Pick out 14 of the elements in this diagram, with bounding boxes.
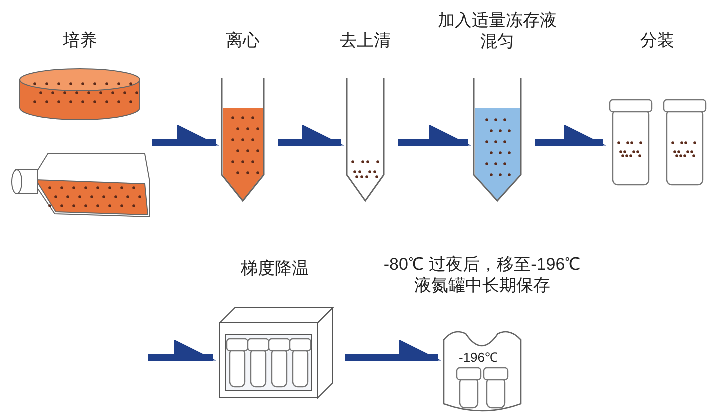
step-label: 加入适量冻存液混匀 xyxy=(437,10,558,52)
step-label: 梯度降温 xyxy=(240,258,310,279)
step-label: 离心 xyxy=(225,30,261,51)
arrow xyxy=(152,124,220,146)
step-label: 去上清 xyxy=(339,30,392,51)
arrow xyxy=(345,340,442,362)
arrow xyxy=(148,340,216,362)
step-label: -80℃ 过夜后，移至-196℃ 液氮罐中长期保存 xyxy=(382,254,582,296)
arrow xyxy=(398,124,472,146)
step-label: 分装 xyxy=(640,30,676,51)
temperature-label: -196℃ xyxy=(459,350,498,365)
arrow xyxy=(278,124,344,146)
step-label: 培养 xyxy=(62,30,98,51)
arrow xyxy=(535,124,606,146)
